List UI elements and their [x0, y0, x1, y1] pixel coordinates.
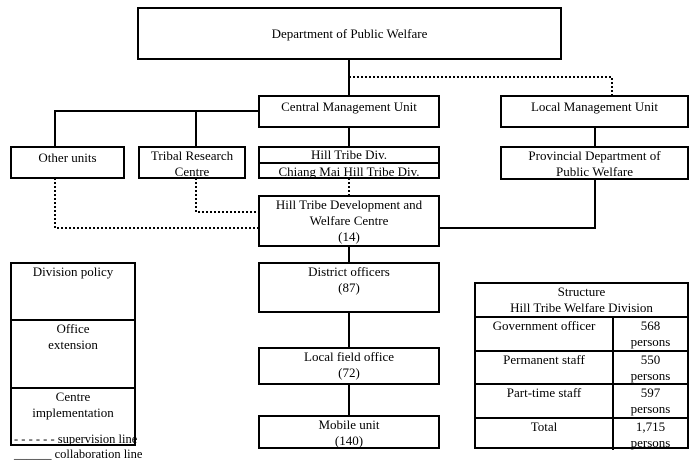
dotted-dept-local [349, 76, 613, 95]
legend-supervision: - - - - - - supervision line [14, 432, 137, 447]
tribal-research-box: Tribal Research Centre [138, 146, 246, 179]
row-unit: persons [630, 434, 671, 450]
other-units-label: Other units [38, 150, 97, 165]
row-label: Part-time staff [476, 385, 614, 417]
central-management-box: Central Management Unit [258, 95, 440, 128]
hill-tribe-div-box: Hill Tribe Div. Chiang Mai Hill Tribe Di… [258, 146, 440, 179]
other-units-box: Other units [10, 146, 125, 179]
provincial-dept-box: Provincial Department of Public Welfare [500, 146, 689, 180]
mobile-unit-box: Mobile unit (140) [258, 415, 440, 449]
row-label: Total [476, 418, 614, 450]
local-management-box: Local Management Unit [500, 95, 689, 128]
structure-header: Structure Hill Tribe Welfare Division [476, 284, 687, 318]
hill-tribe-div-label: Hill Tribe Div. [260, 148, 438, 164]
supervision-label: supervision line [57, 432, 138, 446]
collaboration-line-symbol: ______ [14, 447, 52, 461]
row-unit: persons [630, 367, 671, 383]
mobile-unit-count: (140) [334, 433, 364, 448]
row-count: 550 [640, 351, 661, 367]
supervision-line-symbol: - - - - - - [14, 432, 55, 446]
row-label: Permanent staff [476, 351, 614, 383]
district-officers-label: District officers [308, 264, 390, 279]
legend-collaboration: ______ collaboration line [14, 447, 142, 462]
levels-stack: Division policy Office extension Centre … [10, 262, 136, 446]
structure-subtitle: Hill Tribe Welfare Division [510, 300, 653, 315]
structure-title: Structure [557, 284, 606, 299]
line-provincial-centre [440, 180, 596, 229]
dev-centre-count: (14) [338, 229, 360, 244]
mobile-unit-label: Mobile unit [318, 417, 380, 432]
row-count: 597 [640, 385, 661, 400]
dotted-other-centre [54, 178, 258, 229]
dotted-tribal-centre [195, 178, 258, 213]
row-count: 568 [640, 318, 661, 333]
local-field-office-label: Local field office [304, 349, 394, 364]
local-field-office-box: Local field office (72) [258, 347, 440, 385]
district-officers-box: District officers (87) [258, 262, 440, 313]
row-label: Government officer [476, 318, 614, 350]
chiang-mai-div-label: Chiang Mai Hill Tribe Div. [278, 164, 420, 179]
level-centre-implementation: Centre implementation [32, 389, 114, 420]
department-label: Department of Public Welfare [271, 26, 428, 41]
row-unit: persons [630, 401, 671, 416]
dev-centre-label: Hill Tribe Development and Welfare Centr… [275, 197, 423, 228]
row-unit: persons [630, 334, 671, 349]
collaboration-label: collaboration line [54, 447, 143, 461]
local-management-label: Local Management Unit [530, 99, 659, 114]
dev-centre-box: Hill Tribe Development and Welfare Centr… [258, 195, 440, 247]
row-count: 1,715 [635, 418, 666, 434]
district-officers-count: (87) [338, 280, 360, 295]
level-division-policy: Division policy [12, 264, 134, 321]
tribal-research-label: Tribal Research Centre [150, 148, 234, 179]
line-central-branches [54, 110, 258, 146]
structure-table: Structure Hill Tribe Welfare Division Go… [474, 282, 689, 450]
local-field-office-count: (72) [338, 365, 360, 380]
central-management-label: Central Management Unit [281, 99, 417, 114]
level-office-extension: Office extension [12, 321, 134, 389]
provincial-dept-label: Provincial Department of Public Welfare [528, 148, 661, 179]
department-box: Department of Public Welfare [137, 7, 562, 60]
